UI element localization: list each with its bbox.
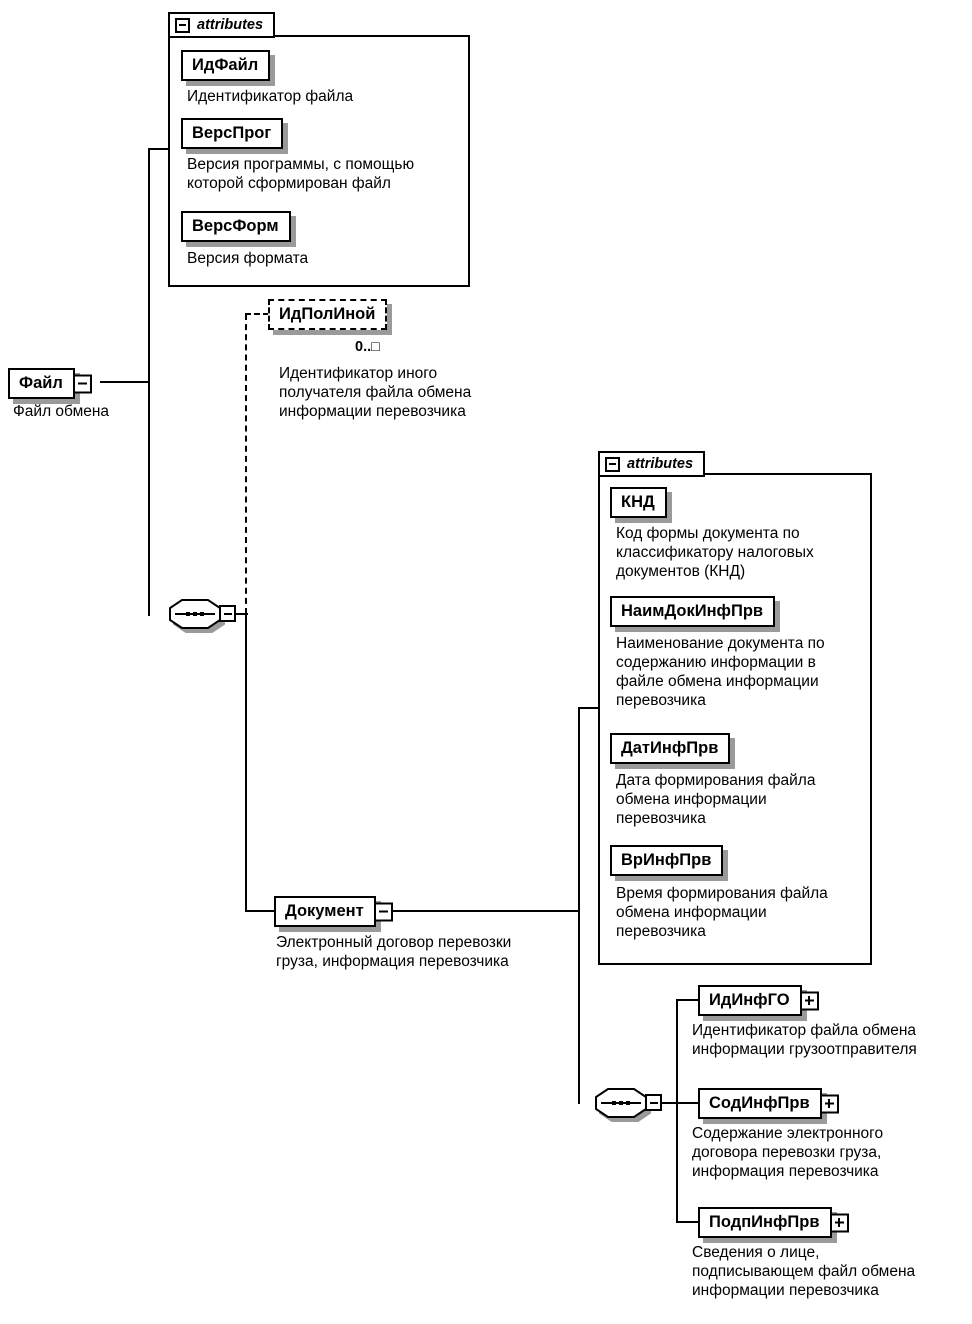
attribute-desc: Идентификатор файла <box>187 88 354 105</box>
attributes-tab-label: attributes <box>627 456 694 472</box>
element-box-fayl[interactable]: Файл <box>8 368 92 399</box>
collapse-icon[interactable] <box>373 902 393 921</box>
connector-line <box>578 707 580 1104</box>
connector-line <box>378 910 580 912</box>
element-desc: Идентификатор файла обмена информации гр… <box>692 1022 917 1058</box>
element-box-podpinfprv[interactable]: ПодпИнфПрв <box>698 1207 849 1238</box>
element-desc: Сведения о лице, подписывающем файл обме… <box>692 1244 916 1299</box>
attribute-box-idfayl[interactable]: ИдФайл <box>181 50 271 81</box>
connector-line <box>100 381 150 383</box>
expand-icon[interactable] <box>799 991 819 1010</box>
collapse-icon[interactable] <box>605 456 620 472</box>
expand-icon[interactable] <box>829 1213 849 1232</box>
attributes-group-document <box>598 473 872 965</box>
element-box-dokument[interactable]: Документ <box>274 896 393 927</box>
connector-line <box>676 1221 698 1223</box>
attribute-box-knd[interactable]: КНД <box>610 487 667 518</box>
connector-line-optional <box>245 314 247 614</box>
element-box-idinfgo[interactable]: ИдИнфГО <box>698 985 819 1016</box>
element-name: СодИнфПрв <box>709 1094 810 1112</box>
expand-icon[interactable] <box>819 1094 839 1113</box>
attribute-box-naimdokinfprv[interactable]: НаимДокИнфПрв <box>610 596 776 627</box>
attribute-box-versprog[interactable]: ВерсПрог <box>181 118 284 149</box>
element-name: ИдИнфГО <box>709 991 790 1009</box>
connector-line <box>236 613 248 615</box>
attribute-box-vrinfprv[interactable]: ВрИнфПрв <box>610 845 724 876</box>
attribute-name: ВрИнфПрв <box>621 851 712 869</box>
attribute-desc: Версия программы, с помощью которой сфор… <box>187 156 415 192</box>
connector-line <box>676 999 678 1223</box>
attribute-box-datinfprv[interactable]: ДатИнфПрв <box>610 733 731 764</box>
connector-line <box>245 910 275 912</box>
connector-line <box>578 707 600 709</box>
collapse-icon[interactable] <box>645 1094 662 1111</box>
element-name: ПодпИнфПрв <box>709 1213 820 1231</box>
collapse-icon[interactable] <box>175 17 190 33</box>
connector-line-optional <box>245 313 269 315</box>
connector-line <box>148 148 170 150</box>
attribute-desc: Код формы документа по классификатору на… <box>616 525 814 580</box>
element-caption: Файл обмена <box>13 403 110 420</box>
element-box-idpolinoy[interactable]: ИдПолИной <box>268 299 388 330</box>
attributes-tab-label: attributes <box>197 17 264 33</box>
connector-line <box>662 1102 678 1104</box>
attribute-desc: Дата формирования файла обмена информаци… <box>616 772 816 827</box>
element-desc: Электронный договор перевозки груза, инф… <box>276 934 512 970</box>
attribute-box-versform[interactable]: ВерсФорм <box>181 211 291 242</box>
element-desc: Идентификатор иного получателя файла обм… <box>279 365 472 420</box>
attribute-name: КНД <box>621 493 655 511</box>
connector-line <box>676 1102 698 1104</box>
attribute-name: НаимДокИнфПрв <box>621 602 764 620</box>
attribute-desc: Время формирования файла обмена информац… <box>616 885 828 940</box>
occurrence-label: 0..□ <box>355 339 380 355</box>
element-desc: Содержание электронного договора перевоз… <box>692 1125 884 1180</box>
attribute-name: ИдФайл <box>192 56 259 74</box>
collapse-icon[interactable] <box>219 605 236 622</box>
element-box-sodinfprv[interactable]: СодИнфПрв <box>698 1088 839 1119</box>
connector-line <box>148 148 150 616</box>
sequence-icon[interactable] <box>595 1088 647 1118</box>
attribute-desc: Наименование документа по содержанию инф… <box>616 635 825 709</box>
connector-line <box>676 999 698 1001</box>
attributes-tab-document[interactable]: attributes <box>598 451 706 477</box>
element-name: Файл <box>19 374 63 392</box>
element-name: ИдПолИной <box>279 305 376 323</box>
collapse-icon[interactable] <box>72 374 92 393</box>
sequence-icon[interactable] <box>169 599 221 629</box>
attribute-name: ВерсФорм <box>192 217 279 235</box>
attributes-tab-file[interactable]: attributes <box>168 12 276 38</box>
attribute-desc: Версия формата <box>187 250 309 267</box>
connector-line <box>245 612 247 912</box>
attribute-name: ВерсПрог <box>192 124 272 142</box>
element-name: Документ <box>285 902 364 920</box>
attribute-name: ДатИнфПрв <box>621 739 719 757</box>
